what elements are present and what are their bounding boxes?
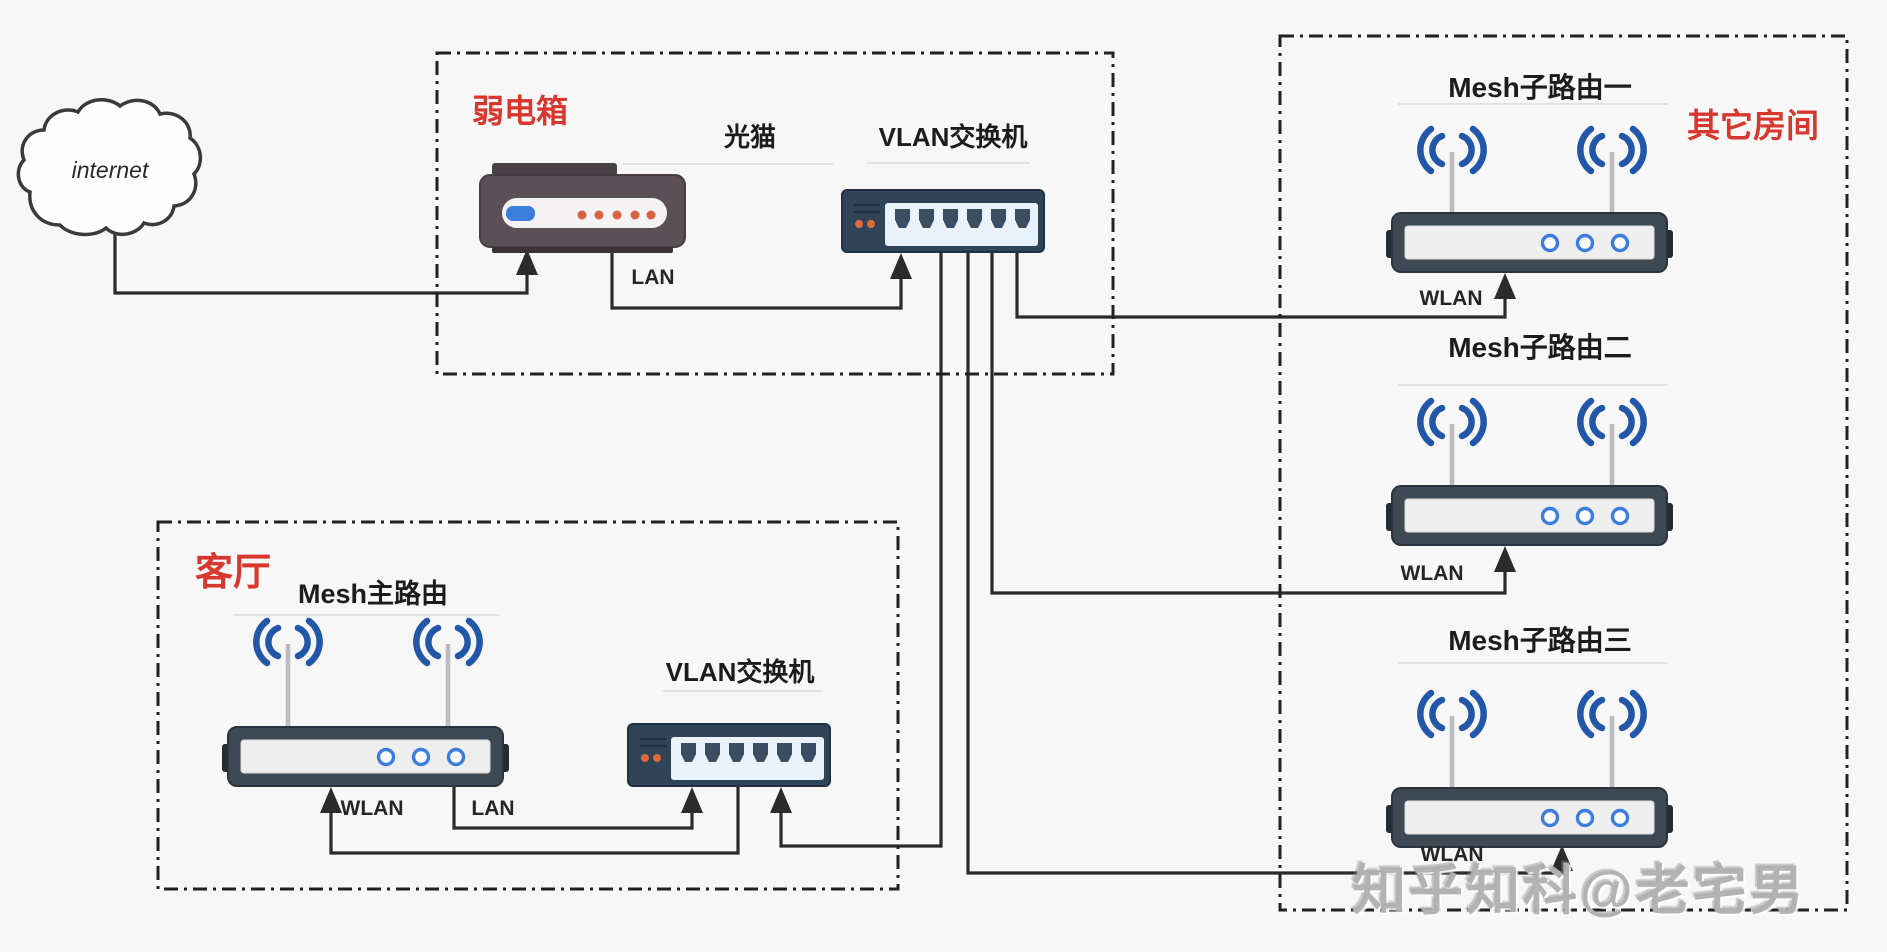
- watermark-text: 知乎知科@老宅男: [1352, 861, 1807, 921]
- wifi-antenna-icon: [1420, 693, 1483, 799]
- arrow-into-sub2: [1494, 546, 1516, 572]
- arrow-into-modem: [516, 249, 538, 275]
- main-router-wlan-label: WLAN: [341, 797, 404, 820]
- wire-internet-to-modem: [113, 231, 529, 295]
- sub3-wlan-label: WLAN: [1421, 843, 1484, 866]
- main-switch-label: VLAN交换机: [879, 122, 1028, 152]
- zone-label-weak-current: 弱电箱: [472, 93, 568, 129]
- vlan-switch-living: [628, 724, 830, 786]
- zone-label-other-rooms: 其它房间: [1687, 107, 1819, 144]
- main-router-title: Mesh主路由: [298, 578, 448, 609]
- wire-switch-to-sub2: [990, 252, 1507, 595]
- modem-top-tab: [492, 163, 617, 176]
- arrow-into-sub3: [1551, 845, 1573, 871]
- wire-mainrouter-lan-to-switch: [452, 786, 694, 830]
- arrow-into-main-router-wlan: [320, 787, 342, 813]
- router-body: [1386, 213, 1673, 272]
- router-body: [222, 727, 509, 786]
- modem-lan-port-label: LAN: [631, 266, 674, 289]
- wire-switch-to-mainrouter-wlan: [329, 786, 740, 855]
- router-body: [1386, 486, 1673, 545]
- wifi-antenna-icon: [256, 621, 319, 727]
- modem-bottom-lip: [492, 247, 673, 253]
- optical-modem-device: [479, 163, 686, 253]
- modem-status-leds: [577, 210, 656, 220]
- mesh-sub-router-3-device: [1386, 693, 1673, 847]
- wifi-antenna-icon: [416, 621, 479, 727]
- modem-power-led: [506, 206, 535, 221]
- zone-other-rooms-box: [1278, 34, 1849, 912]
- internet-cloud: internet: [16, 98, 203, 237]
- arrowheads: [320, 249, 1573, 871]
- modem-label: 光猫: [723, 122, 776, 152]
- arrow-into-living-switch-trunk: [770, 787, 792, 813]
- wifi-antenna-icon: [1580, 693, 1643, 799]
- wire-switch-to-living-switch: [779, 252, 943, 848]
- sub2-wlan-label: WLAN: [1401, 562, 1464, 585]
- mesh-sub-router-2-device: [1386, 401, 1673, 545]
- arrow-into-sub1: [1494, 273, 1516, 299]
- zone-label-living-room: 客厅: [195, 551, 271, 594]
- arrow-into-main-switch: [890, 253, 912, 279]
- sub1-title: Mesh子路由一: [1448, 72, 1632, 103]
- sub3-title: Mesh子路由三: [1448, 625, 1632, 656]
- vlan-switch-main: [842, 190, 1044, 252]
- mesh-main-router-device: [222, 621, 509, 786]
- router-body: [1386, 788, 1673, 847]
- zone-living-room-box: [156, 520, 900, 891]
- sub2-title: Mesh子路由二: [1448, 332, 1632, 363]
- arrow-into-living-switch-lan: [681, 787, 703, 813]
- internet-label: internet: [72, 157, 150, 183]
- wire-switch-to-sub1: [1015, 252, 1507, 319]
- cloud-icon: [16, 98, 203, 237]
- zone-weak-current-box: [435, 51, 1115, 376]
- wire-modem-lan-to-switch: [610, 247, 903, 310]
- living-switch-label: VLAN交换机: [666, 657, 815, 687]
- mesh-sub-router-1-device: [1386, 129, 1673, 272]
- sub1-wlan-label: WLAN: [1420, 287, 1483, 310]
- main-router-lan-label: LAN: [471, 797, 514, 820]
